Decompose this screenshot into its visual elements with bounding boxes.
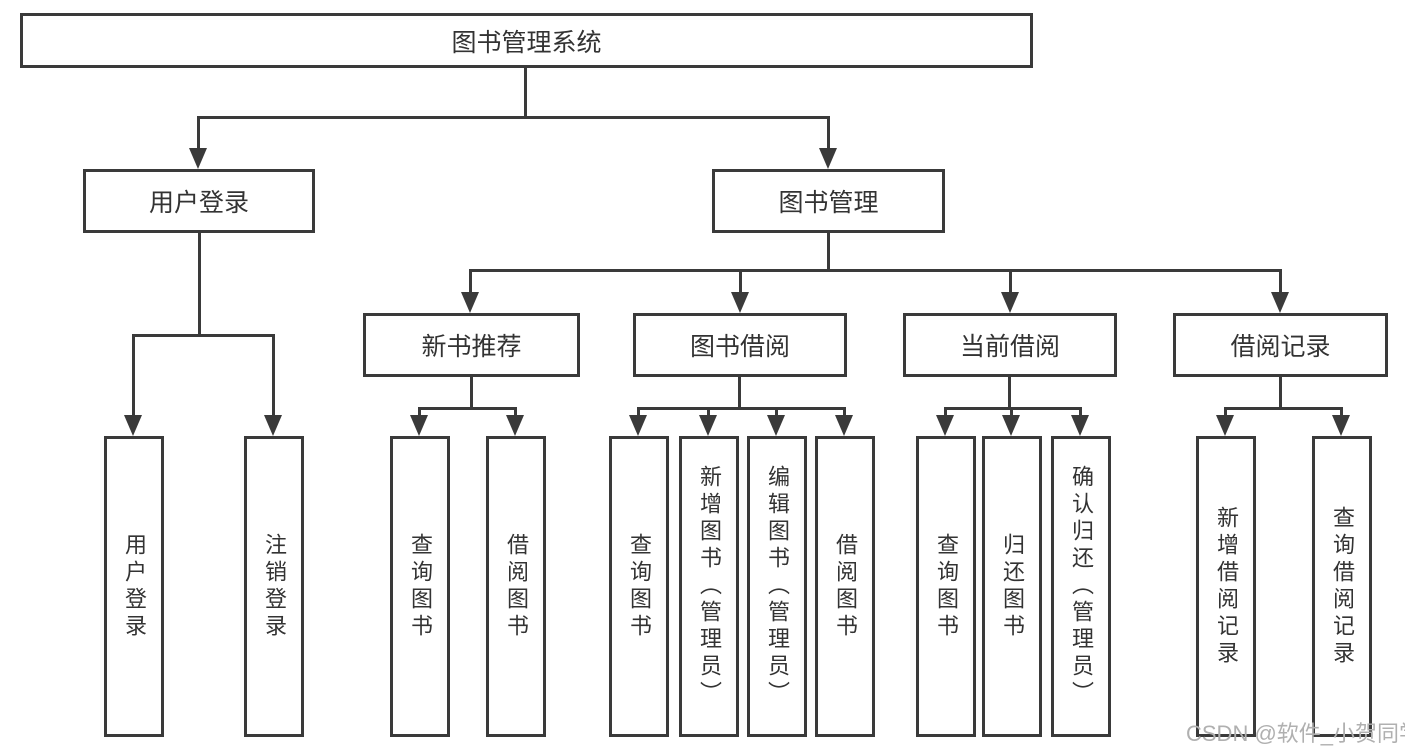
leaf-label: 确认归还（管理员） xyxy=(1069,465,1094,708)
connector-vline xyxy=(514,407,517,417)
node-book-management: 图书管理 xyxy=(712,169,945,233)
node-label: 图书管理 xyxy=(778,189,879,217)
node-label: 当前借阅 xyxy=(959,333,1060,361)
leaf-borrowing-borrow-books: 借阅图书 xyxy=(815,436,875,737)
connector-vline xyxy=(1008,377,1011,410)
connector-vline xyxy=(843,407,846,417)
leaf-records-add-record: 新增借阅记录 xyxy=(1196,436,1256,737)
connector-vline xyxy=(418,407,421,417)
leaf-recommend-query-books: 查询图书 xyxy=(390,436,450,737)
arrowhead-down xyxy=(189,148,207,169)
connector-vline xyxy=(707,407,710,417)
connector-vline xyxy=(944,407,947,417)
node-label: 借阅记录 xyxy=(1230,333,1331,361)
connector-vline xyxy=(1340,407,1343,417)
node-current-borrowing: 当前借阅 xyxy=(903,313,1117,377)
arrowhead-down xyxy=(1271,292,1289,313)
leaf-label: 查询图书 xyxy=(627,532,652,641)
arrowhead-down xyxy=(1001,292,1019,313)
connector-hline xyxy=(197,116,829,119)
leaf-label: 编辑图书（管理员） xyxy=(765,465,790,708)
node-library-system: 图书管理系统 xyxy=(20,13,1033,68)
leaf-label: 新增借阅记录 xyxy=(1214,505,1239,668)
leaf-current-query-books: 查询图书 xyxy=(916,436,976,737)
leaf-label: 用户登录 xyxy=(122,532,147,641)
connector-vline xyxy=(1224,407,1227,417)
arrowhead-down xyxy=(835,415,853,436)
connector-vline xyxy=(198,233,201,337)
arrowhead-down xyxy=(629,415,647,436)
connector-hline xyxy=(1224,407,1343,410)
connector-vline xyxy=(524,68,527,117)
node-label: 新书推荐 xyxy=(421,333,522,361)
connector-vline xyxy=(1010,407,1013,417)
arrowhead-down xyxy=(124,415,142,436)
connector-vline xyxy=(637,407,640,417)
connector-vline xyxy=(1279,269,1282,294)
node-user-login: 用户登录 xyxy=(83,169,315,233)
leaf-label: 查询借阅记录 xyxy=(1330,505,1355,668)
connector-vline xyxy=(739,269,742,294)
connector-vline xyxy=(132,334,135,417)
connector-vline xyxy=(1079,407,1082,417)
connector-vline xyxy=(1279,377,1282,410)
arrowhead-down xyxy=(1216,415,1234,436)
arrowhead-down xyxy=(264,415,282,436)
arrowhead-down xyxy=(1071,415,1089,436)
connector-vline xyxy=(469,269,472,294)
csdn-watermark: CSDN @软件_小贺同学 xyxy=(1186,721,1405,746)
arrowhead-down xyxy=(936,415,954,436)
connector-vline xyxy=(272,334,275,417)
leaf-borrowing-add-books-admin: 新增图书（管理员） xyxy=(679,436,739,737)
arrowhead-down xyxy=(410,415,428,436)
node-borrowing-records: 借阅记录 xyxy=(1173,313,1388,377)
leaf-logout: 注销登录 xyxy=(244,436,304,737)
leaf-label: 新增图书（管理员） xyxy=(697,465,722,708)
node-label: 图书管理系统 xyxy=(451,28,602,57)
arrowhead-down xyxy=(699,415,717,436)
arrowhead-down xyxy=(731,292,749,313)
leaf-borrowing-query-books: 查询图书 xyxy=(609,436,669,737)
leaf-label: 归还图书 xyxy=(1000,532,1025,641)
connector-vline xyxy=(775,407,778,417)
leaf-current-confirm-return-admin: 确认归还（管理员） xyxy=(1051,436,1111,737)
leaf-label: 查询图书 xyxy=(408,532,433,641)
connector-vline xyxy=(197,116,200,150)
connector-vline xyxy=(827,116,830,150)
node-book-borrowing: 图书借阅 xyxy=(633,313,847,377)
node-label: 用户登录 xyxy=(148,189,249,217)
node-new-book-recommend: 新书推荐 xyxy=(363,313,580,377)
leaf-label: 借阅图书 xyxy=(504,532,529,641)
leaf-borrowing-edit-books-admin: 编辑图书（管理员） xyxy=(747,436,807,737)
connector-hline xyxy=(418,407,517,410)
arrowhead-down xyxy=(461,292,479,313)
connector-vline xyxy=(1009,269,1012,294)
leaf-label: 查询图书 xyxy=(934,532,959,641)
connector-hline xyxy=(944,407,1082,410)
connector-hline xyxy=(469,269,1282,272)
arrowhead-down xyxy=(767,415,785,436)
leaf-records-query-record: 查询借阅记录 xyxy=(1312,436,1372,737)
connector-vline xyxy=(827,233,830,272)
leaf-recommend-borrow-books: 借阅图书 xyxy=(486,436,546,737)
node-label: 图书借阅 xyxy=(689,333,790,361)
arrowhead-down xyxy=(819,148,837,169)
arrowhead-down xyxy=(1002,415,1020,436)
leaf-label: 借阅图书 xyxy=(833,532,858,641)
leaf-current-return-books: 归还图书 xyxy=(982,436,1042,737)
arrowhead-down xyxy=(1332,415,1350,436)
connector-vline xyxy=(470,377,473,410)
leaf-user-login: 用户登录 xyxy=(104,436,164,737)
connector-hline xyxy=(637,407,846,410)
leaf-label: 注销登录 xyxy=(262,532,287,641)
arrowhead-down xyxy=(506,415,524,436)
connector-hline xyxy=(132,334,275,337)
connector-vline xyxy=(738,377,741,410)
